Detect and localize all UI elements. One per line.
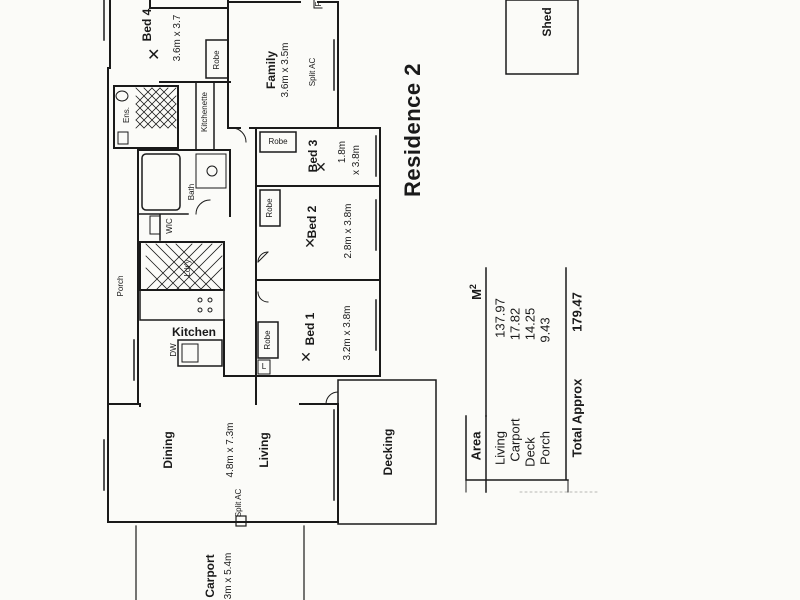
bath-label: Bath [187, 183, 196, 201]
linen-label: L [261, 362, 267, 371]
wic-label: WIC [165, 218, 174, 234]
bed1-robe-label: Robe [263, 330, 272, 350]
svg-text:✕: ✕ [304, 236, 316, 252]
bed3-robe-label: Robe [268, 137, 288, 146]
family-walls [227, 1, 339, 129]
living-dims: 4.8m x 7.3m [225, 422, 236, 478]
decking-label: Decking [381, 428, 395, 476]
area-row-label-deck: Deck [522, 437, 538, 467]
living-walls [107, 319, 381, 523]
bed1-robe [257, 321, 279, 359]
bed1-dims: 3.2m x 3.8m [342, 305, 353, 361]
area-header-unit: M2 [467, 284, 485, 300]
bed1-walls [255, 279, 381, 377]
shed [505, 0, 579, 75]
svg-text:✕: ✕ [315, 160, 327, 176]
area-table-lines [465, 267, 569, 493]
bed4-walls [107, 0, 229, 69]
svg-text:✕: ✕ [147, 45, 160, 64]
carport-dims: 3m x 5.4m [223, 552, 234, 600]
area-header-label: Area [468, 431, 484, 461]
kitchen-walls [139, 289, 225, 321]
svg-text:✕: ✕ [300, 350, 312, 366]
ceiling-fan-symbols: ✕ ✕ ✕ ✕ [147, 45, 327, 366]
dishwasher-label: DW [169, 343, 178, 357]
porch-label: Porch [116, 275, 125, 297]
decking-area [337, 379, 437, 525]
porch-walls [107, 67, 141, 405]
family-dims: 3.6m x 3.5m [280, 42, 291, 98]
carport-label: Carport [203, 554, 217, 598]
bed2-dims: 2.8m x 3.8m [343, 203, 354, 259]
area-row-value-carport: 17.82 [507, 307, 523, 341]
carport-walls [135, 525, 305, 600]
area-unit: M [469, 289, 485, 300]
family-split-ac: Split AC [308, 57, 317, 87]
area-row-label-carport: Carport [507, 418, 523, 462]
area-unit-sup: 2 [467, 284, 478, 290]
bed1-label: Bed 1 [303, 312, 317, 346]
bed3-label: Bed 3 [306, 139, 320, 173]
family-f-mark: F [314, 1, 323, 7]
kitchenette-label: Kitchenette [200, 91, 209, 133]
bed2-robe-label: Robe [265, 198, 274, 218]
bed4-dims: 3.6m x 3.7 [172, 14, 183, 62]
bed3-dims-b: x 3.8m [351, 144, 362, 176]
dining-label: Dining [161, 431, 175, 469]
residence-title: Residence 2 [400, 63, 425, 197]
laundry [139, 241, 225, 291]
family-label: Family [264, 50, 278, 90]
bath-tub [141, 153, 181, 211]
bed4-label: Bed 4 [140, 8, 154, 42]
bed2-label: Bed 2 [305, 205, 319, 239]
kitchen-label: Kitchen [171, 325, 217, 339]
laundry-label: Ldr'y [183, 259, 192, 277]
kitchen-island [177, 339, 223, 367]
area-row-label-living: Living [492, 431, 508, 465]
area-row-value-porch: 9.43 [537, 317, 553, 343]
area-row-value-living: 137.97 [492, 298, 508, 338]
area-total-label: Total Approx [569, 378, 585, 458]
ensuite [113, 85, 179, 149]
bed4-robe-label: Robe [212, 50, 221, 70]
bed2-robe [259, 189, 281, 227]
laundry-tiles [145, 243, 223, 291]
area-row-label-porch: Porch [537, 431, 553, 465]
area-row-value-deck: 14.25 [522, 307, 538, 341]
bed3-dims-a: 1.8m [337, 140, 348, 164]
living-label: Living [257, 432, 271, 468]
area-total-value: 179.47 [569, 292, 585, 332]
living-split-ac: Split AC [234, 488, 243, 518]
shed-label: Shed [540, 7, 554, 37]
ensuite-label: Ens. [122, 106, 131, 124]
bed3-robe [259, 131, 297, 153]
ensuite-tiles [135, 87, 177, 129]
